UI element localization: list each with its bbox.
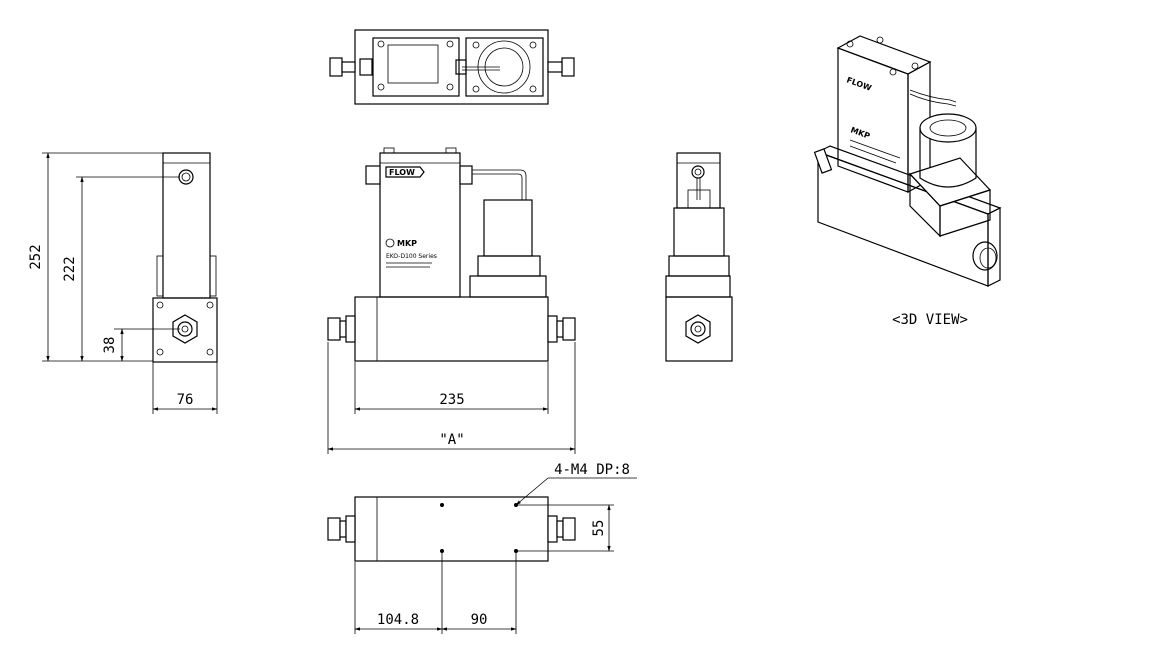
bottom-view xyxy=(327,496,576,562)
dim-38: 38 xyxy=(102,337,118,354)
right-side-view xyxy=(665,152,733,362)
3d-view: FLOW MKP xyxy=(813,35,1002,287)
dim-90: 90 xyxy=(471,612,488,628)
dim-104-8: 104.8 xyxy=(377,612,419,628)
dim-235: 235 xyxy=(439,392,464,408)
3d-brand-tag: FLOW xyxy=(845,75,873,92)
dim-76: 76 xyxy=(177,392,194,408)
bottom-dimensions: 4-M4 DP:8 55 104.8 90 xyxy=(354,462,637,634)
top-view xyxy=(329,29,575,105)
maker-logo: MKP xyxy=(397,239,417,248)
left-side-view xyxy=(152,152,218,363)
dim-222: 222 xyxy=(62,256,78,281)
left-dimensions: 252 222 38 76 xyxy=(28,152,218,414)
brand-tag: FLOW xyxy=(389,168,415,177)
3d-maker-logo: MKP xyxy=(849,125,871,140)
series-text: EKO-D100 Series xyxy=(386,253,437,260)
dim-252: 252 xyxy=(28,244,44,269)
front-view: FLOW MKP EKO-D100 Series xyxy=(327,147,576,362)
front-dimensions: 235 "A" xyxy=(327,342,576,454)
hole-note: 4-M4 DP:8 xyxy=(554,462,630,478)
dim-A: "A" xyxy=(439,432,464,448)
3d-view-caption: <3D VIEW> xyxy=(892,312,968,328)
dim-55: 55 xyxy=(591,520,607,537)
